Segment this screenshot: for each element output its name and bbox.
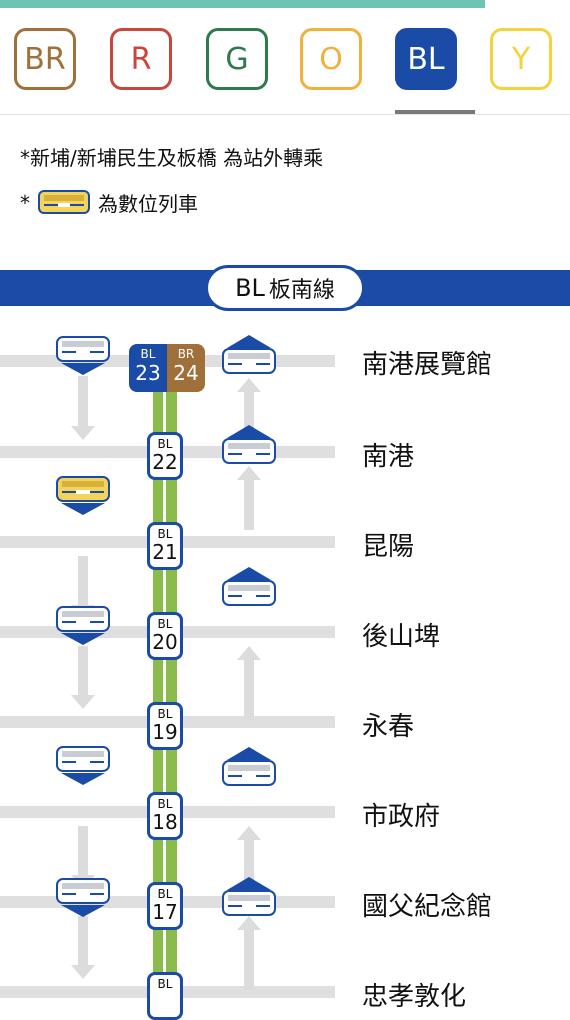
badge-number: 21 <box>152 540 178 564</box>
badge-line: BL <box>157 887 173 901</box>
train-eastbound-icon[interactable] <box>222 876 276 918</box>
up-arrow-icon <box>237 378 261 392</box>
station-badge[interactable]: BL 18 <box>147 792 183 840</box>
badge-number: 17 <box>152 900 178 924</box>
station-name[interactable]: 忠孝敦化 <box>362 982 467 1012</box>
asterisk: * <box>20 190 30 215</box>
train-eastbound-icon[interactable] <box>222 566 276 608</box>
station-badge[interactable]: BL 17 <box>147 882 183 930</box>
badge-number: 22 <box>152 450 178 474</box>
train-eastbound-icon[interactable] <box>222 746 276 788</box>
station-badge[interactable]: BL 21 <box>147 522 183 570</box>
station-name[interactable]: 南港展覽館 <box>362 350 493 380</box>
train-westbound-icon[interactable] <box>56 606 110 646</box>
tab-o[interactable]: O <box>300 28 362 90</box>
eastbound-lane <box>244 840 254 890</box>
transfer-note: *新埔/新埔民生及板橋 為站外轉乘 <box>20 146 324 170</box>
badge-number: 20 <box>152 630 178 654</box>
tab-bl[interactable]: BL <box>395 28 457 90</box>
station-name[interactable]: 後山埤 <box>362 622 441 652</box>
down-arrow-icon <box>71 965 95 979</box>
tab-g[interactable]: G <box>206 28 268 90</box>
badge-line: BL <box>157 707 173 721</box>
badge-number: 18 <box>152 810 178 834</box>
station-name[interactable]: 永春 <box>362 712 415 742</box>
up-arrow-icon <box>237 826 261 840</box>
station-badge[interactable]: BL 20 <box>147 612 183 660</box>
br-badge-half: BR 24 <box>167 344 205 392</box>
badge-line: BL <box>157 797 173 811</box>
progress-bar <box>0 0 485 8</box>
station-name[interactable]: 市政府 <box>362 802 441 832</box>
westbound-lane <box>78 556 88 606</box>
digital-train-note-row: * 為數位列車 <box>20 188 198 217</box>
station-badge[interactable]: BL <box>147 972 183 1020</box>
badge-line: BL <box>157 527 173 541</box>
station-badge[interactable]: BL 22 <box>147 432 183 480</box>
tabs-divider <box>0 114 570 115</box>
up-arrow-icon <box>237 646 261 660</box>
transfer-station-badge[interactable]: BL 23 BR 24 <box>129 344 205 392</box>
badge-line: BL <box>157 977 173 991</box>
westbound-lane <box>78 916 88 966</box>
eastbound-lane <box>244 480 254 530</box>
line-tabs: BR R G O BL Y <box>0 18 570 114</box>
westbound-lane <box>78 646 88 696</box>
line-name: 板南線 <box>268 278 335 303</box>
badge-line: BR <box>177 347 195 361</box>
eastbound-lane <box>244 930 254 990</box>
westbound-lane <box>78 826 88 876</box>
badge-line: BL <box>157 617 173 631</box>
eastbound-lane <box>244 392 254 432</box>
badge-number: 24 <box>173 361 199 385</box>
line-code: BL <box>235 274 265 302</box>
train-westbound-icon[interactable] <box>56 746 110 786</box>
tab-br[interactable]: BR <box>14 28 76 90</box>
station-name[interactable]: 昆陽 <box>362 532 415 562</box>
tab-r[interactable]: R <box>110 28 172 90</box>
westbound-lane <box>78 376 88 426</box>
down-arrow-icon <box>71 695 95 709</box>
station-name[interactable]: 南港 <box>362 442 415 472</box>
train-eastbound-icon[interactable] <box>222 334 276 376</box>
station-name[interactable]: 國父紀念館 <box>362 892 493 922</box>
digital-train-label: 為數位列車 <box>98 192 198 216</box>
badge-number: 23 <box>135 361 161 385</box>
line-name-pill: BL 板南線 <box>205 265 365 311</box>
digital-train-icon[interactable] <box>56 476 110 516</box>
train-westbound-icon[interactable] <box>56 336 110 376</box>
digital-train-icon <box>38 189 90 214</box>
down-arrow-icon <box>71 426 95 440</box>
bl-badge-half: BL 23 <box>129 344 167 392</box>
badge-line: BL <box>157 437 173 451</box>
train-westbound-icon[interactable] <box>56 878 110 918</box>
train-eastbound-icon[interactable] <box>222 424 276 466</box>
up-arrow-icon <box>237 466 261 480</box>
station-badge[interactable]: BL 19 <box>147 702 183 750</box>
tab-y[interactable]: Y <box>490 28 552 90</box>
badge-number: 19 <box>152 720 178 744</box>
active-tab-indicator <box>395 110 475 114</box>
eastbound-lane <box>244 660 254 720</box>
up-arrow-icon <box>237 916 261 930</box>
badge-line: BL <box>140 347 156 361</box>
